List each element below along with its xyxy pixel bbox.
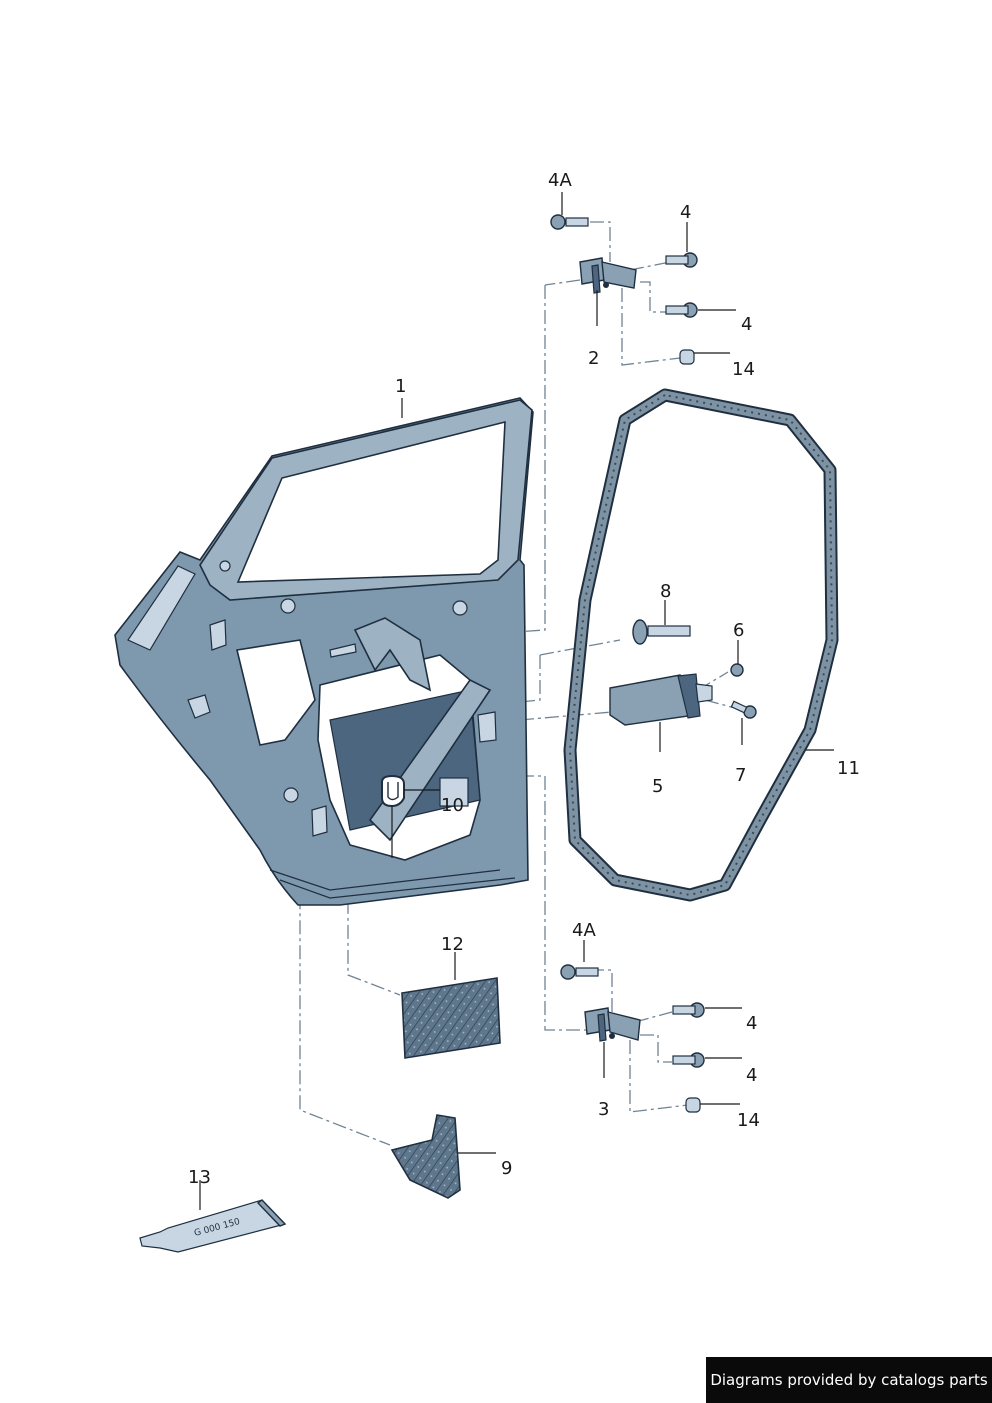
bolt-4-lower-2 [672, 1052, 705, 1068]
label-4-b: 4 [741, 314, 752, 335]
part-labels: 1 4A 4 4 2 14 8 6 5 7 11 10 12 4A 4 4 3 … [188, 170, 860, 1188]
label-9: 9 [501, 1158, 512, 1179]
upper-hinge [579, 257, 637, 294]
bolt-4-lower-1 [672, 1002, 705, 1018]
label-8: 8 [660, 581, 671, 602]
label-4a-bottom: 4A [572, 920, 596, 941]
bolt-4-upper-2 [665, 302, 698, 318]
label-leaders [199, 192, 834, 1210]
bolt-4a-top [550, 214, 589, 230]
label-4a-top: 4A [548, 170, 572, 191]
bushing-14-bottom [685, 1097, 701, 1113]
label-6: 6 [733, 620, 744, 641]
label-13: 13 [188, 1167, 211, 1188]
bushing-14-top [679, 349, 695, 365]
label-12: 12 [441, 934, 464, 955]
label-4-a: 4 [680, 202, 691, 223]
bolt-4a-bottom [560, 964, 599, 980]
label-10: 10 [441, 795, 464, 816]
bolts [550, 214, 757, 1113]
clip-10 [381, 774, 405, 808]
label-7: 7 [735, 765, 746, 786]
bolt-8 [632, 619, 691, 645]
label-3: 3 [598, 1099, 609, 1120]
nut-6 [730, 663, 744, 677]
door-check [609, 673, 713, 726]
label-14-bottom: 14 [737, 1110, 760, 1131]
label-14-top: 14 [732, 359, 755, 380]
label-2: 2 [588, 348, 599, 369]
damper-9 [390, 1114, 461, 1199]
credit-banner: Diagrams provided by catalogs parts [706, 1357, 992, 1403]
bolt-4-upper-1 [665, 252, 698, 268]
door-shell [114, 397, 534, 906]
label-5: 5 [652, 776, 663, 797]
bolt-7 [730, 700, 757, 719]
label-4-c: 4 [746, 1013, 757, 1034]
label-4-d: 4 [746, 1065, 757, 1086]
door-seal [563, 388, 839, 902]
label-1: 1 [395, 376, 406, 397]
lower-hinge [584, 1007, 641, 1042]
sealant-tube: G 000 150 [139, 1199, 287, 1253]
insulation-pad [401, 977, 501, 1059]
label-11: 11 [837, 758, 860, 779]
